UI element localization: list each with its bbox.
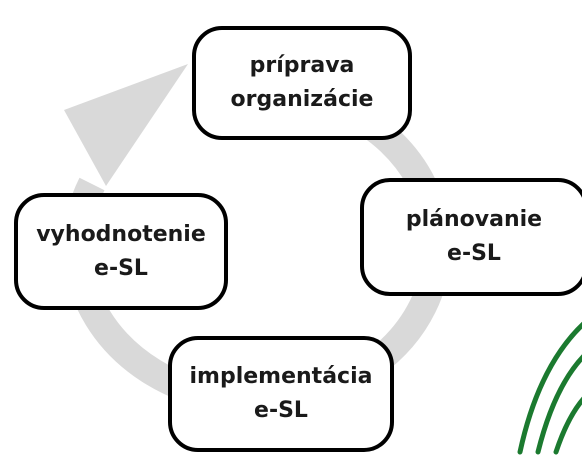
node-priprava-organizacie: príprava organizácie [192,26,412,140]
node-planovanie: plánovanie e-SL [360,178,582,296]
cycle-arrowhead-icon [64,64,188,186]
node-label-line2: organizácie [230,87,374,112]
node-label-line1: implementácia [189,364,373,389]
node-label-line2: e-SL [94,255,148,281]
node-label-line2: e-SL [254,398,308,423]
node-vyhodnotenie: vyhodnotenie e-SL [14,193,228,310]
green-accent-lines [517,321,582,455]
node-label-line1: vyhodnotenie [36,221,206,247]
node-label-line1: plánovanie [405,207,543,232]
node-implementacia: implementácia e-SL [168,336,394,452]
node-label-line1: príprava [249,53,355,78]
node-label-line2: e-SL [447,241,501,266]
